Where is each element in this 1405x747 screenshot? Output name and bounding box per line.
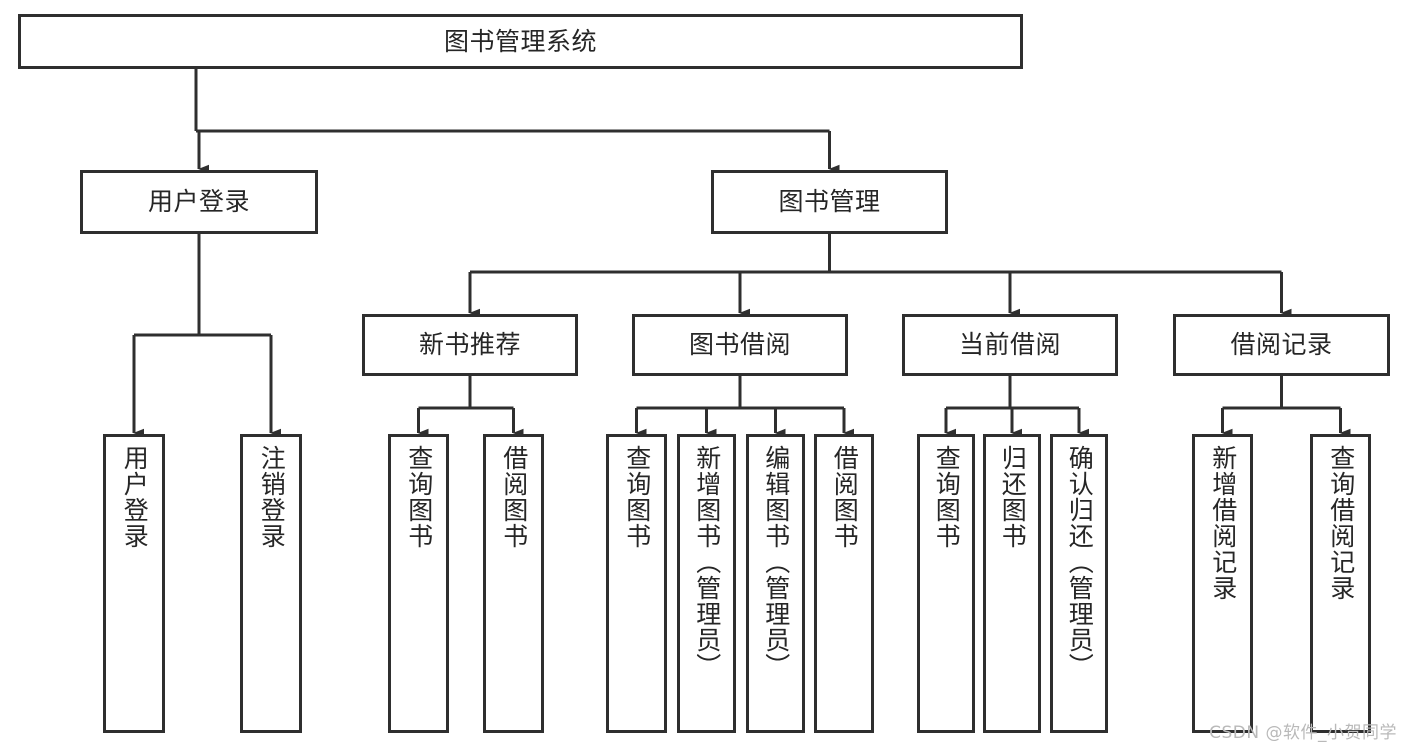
node-current-borrowing[interactable]: 当前借阅 (902, 314, 1118, 376)
leaf-node-return-book[interactable]: 归还图书 (983, 434, 1041, 733)
leaf-label: 归还图书 (998, 445, 1028, 549)
leaf-node-edit-book-admin[interactable]: 编辑图书（管理员） (746, 434, 805, 733)
node-user-login[interactable]: 用户登录 (80, 170, 318, 234)
leaf-node-query-book-recommend[interactable]: 查询图书 (388, 434, 449, 733)
leaf-label: 注销登录 (257, 445, 287, 549)
leaf-node-add-book-admin[interactable]: 新增图书（管理员） (677, 434, 736, 733)
leaf-node-user-login[interactable]: 用户登录 (103, 434, 165, 733)
leaf-label: 借阅图书 (499, 445, 529, 549)
leaf-label: 新增图书（管理员） (692, 445, 722, 679)
leaf-node-query-book-borrow[interactable]: 查询图书 (606, 434, 667, 733)
leaf-label: 借阅图书 (830, 445, 860, 549)
leaf-label: 查询图书 (404, 445, 434, 549)
leaf-label: 查询图书 (932, 445, 962, 549)
node-book-management[interactable]: 图书管理 (711, 170, 948, 234)
node-root-book-management-system[interactable]: 图书管理系统 (18, 14, 1023, 69)
leaf-label: 新增借阅记录 (1208, 445, 1238, 601)
node-borrowing-record[interactable]: 借阅记录 (1173, 314, 1390, 376)
node-new-book-recommendation[interactable]: 新书推荐 (362, 314, 578, 376)
leaf-label: 确认归还（管理员） (1065, 445, 1095, 679)
leaf-label: 查询图书 (622, 445, 652, 549)
leaf-label: 查询借阅记录 (1326, 445, 1356, 601)
leaf-node-borrow-book[interactable]: 借阅图书 (814, 434, 874, 733)
leaf-node-query-book-current[interactable]: 查询图书 (917, 434, 975, 733)
leaf-label: 编辑图书（管理员） (761, 445, 791, 679)
node-book-borrowing[interactable]: 图书借阅 (632, 314, 848, 376)
watermark-text: CSDN @软件_小贺同学 (1209, 723, 1397, 743)
leaf-label: 用户登录 (120, 445, 150, 549)
leaf-node-borrow-book-recommend[interactable]: 借阅图书 (483, 434, 544, 733)
leaf-node-confirm-return-admin[interactable]: 确认归还（管理员） (1050, 434, 1108, 733)
leaf-node-add-borrow-record[interactable]: 新增借阅记录 (1192, 434, 1253, 733)
leaf-node-logout[interactable]: 注销登录 (240, 434, 302, 733)
leaf-node-query-borrow-record[interactable]: 查询借阅记录 (1310, 434, 1371, 733)
